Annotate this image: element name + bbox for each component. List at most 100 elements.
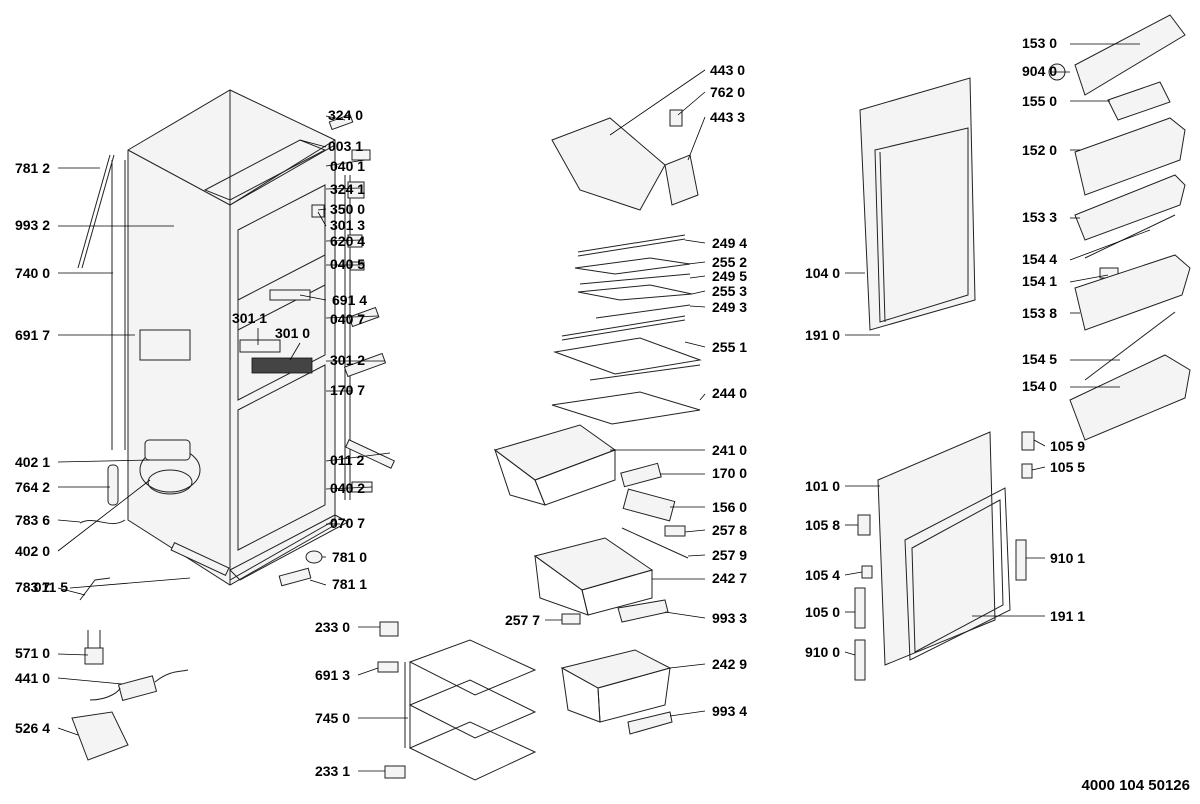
document-number: 4000 104 50126 xyxy=(1082,777,1190,794)
part-label: 301 0 xyxy=(275,325,310,341)
part-label: 402 0 xyxy=(15,543,50,559)
part-label: 233 1 xyxy=(315,763,350,779)
part-label: 301 1 xyxy=(232,310,267,326)
part-label: 571 0 xyxy=(15,645,50,661)
leader-line xyxy=(1069,274,1109,283)
part-label: 104 0 xyxy=(805,265,840,281)
part-label: 242 9 xyxy=(712,656,747,672)
part-label: 040 1 xyxy=(330,158,365,174)
part-label: 152 0 xyxy=(1022,142,1057,158)
leader-line xyxy=(325,486,373,490)
leader-line xyxy=(325,115,346,121)
light-cover xyxy=(239,339,281,353)
condenser-grid xyxy=(111,160,126,450)
part-label: 740 0 xyxy=(15,265,50,281)
part-label: 105 4 xyxy=(805,567,840,583)
leader-line xyxy=(687,554,706,557)
part-label: 105 5 xyxy=(1050,459,1085,475)
leader-line xyxy=(357,667,379,676)
part-label: 154 4 xyxy=(1022,251,1057,267)
leader-line xyxy=(317,211,327,227)
leader-line xyxy=(1031,466,1046,471)
part-label: 783 7 xyxy=(15,579,50,595)
part-label: 762 0 xyxy=(710,84,745,100)
part-label: 154 5 xyxy=(1022,351,1057,367)
part-label: 105 8 xyxy=(805,517,840,533)
compressor xyxy=(139,439,201,495)
thermostat-panel xyxy=(251,357,313,374)
part-label: 993 4 xyxy=(712,703,747,719)
part-label: 040 5 xyxy=(330,256,365,272)
drawer-242-9 xyxy=(560,649,672,723)
leader-line xyxy=(684,341,706,348)
part-label: 324 0 xyxy=(328,107,363,123)
part-label: 241 0 xyxy=(712,442,747,458)
panel-691-4 xyxy=(269,289,311,301)
part-label: 255 2 xyxy=(712,254,747,270)
part-label: 249 4 xyxy=(712,235,747,251)
leader-line xyxy=(317,208,327,211)
part-label: 443 0 xyxy=(710,62,745,78)
leader-line xyxy=(684,529,706,533)
part-label: 003 1 xyxy=(328,138,363,154)
part-label: 620 4 xyxy=(330,233,365,249)
leader-line xyxy=(689,275,706,279)
part-label: 781 1 xyxy=(332,576,367,592)
leader-line xyxy=(687,116,706,161)
leader-line xyxy=(309,579,327,586)
leader-line xyxy=(325,315,379,319)
part-label: 191 0 xyxy=(805,327,840,343)
part-label: 324 1 xyxy=(330,181,365,197)
part-label: 255 3 xyxy=(712,283,747,299)
part-label: 257 8 xyxy=(712,522,747,538)
part-label: 691 4 xyxy=(332,292,367,308)
part-label: 301 2 xyxy=(330,352,365,368)
glass-shelves xyxy=(551,234,702,425)
part-label: 783 6 xyxy=(15,512,50,528)
part-label: 040 7 xyxy=(330,311,365,327)
part-label: 153 3 xyxy=(1022,209,1057,225)
part-label: 526 4 xyxy=(15,720,50,736)
leader-line xyxy=(687,261,706,265)
leader-line xyxy=(57,479,151,552)
part-label: 249 3 xyxy=(712,299,747,315)
part-label: 191 1 xyxy=(1050,608,1085,624)
cabinet-body xyxy=(71,89,396,761)
part-label: 011 2 xyxy=(330,452,364,468)
leader-line xyxy=(664,611,706,619)
shelves-drawers xyxy=(377,109,702,781)
leader-line xyxy=(299,294,327,301)
part-label: 233 0 xyxy=(315,619,350,635)
leader-line xyxy=(325,187,361,190)
leader-line xyxy=(57,587,86,596)
leader-line xyxy=(669,663,706,669)
leader-line xyxy=(69,577,191,589)
leader-line xyxy=(1069,229,1151,261)
doors xyxy=(854,14,1191,681)
part-label: 242 7 xyxy=(712,570,747,586)
part-label: 904 0 xyxy=(1022,63,1057,79)
part-label: 011 5 xyxy=(34,579,68,595)
part-label: 153 0 xyxy=(1022,35,1057,51)
wire-racks xyxy=(404,639,537,781)
part-label: 781 0 xyxy=(332,549,367,565)
leader-line xyxy=(289,342,301,361)
leader-line xyxy=(325,239,363,242)
part-label: 257 9 xyxy=(712,547,747,563)
part-label: 993 3 xyxy=(712,610,747,626)
leader-line xyxy=(1033,439,1046,447)
part-label: 170 7 xyxy=(330,382,365,398)
part-label: 154 0 xyxy=(1022,378,1057,394)
part-label: 249 5 xyxy=(712,268,747,284)
leader-line xyxy=(689,305,706,308)
part-label: 257 7 xyxy=(505,612,540,628)
filter-drier xyxy=(107,464,119,506)
part-label: 910 1 xyxy=(1050,550,1085,566)
part-label: 244 0 xyxy=(712,385,747,401)
leader-line xyxy=(609,69,706,136)
part-label: 105 0 xyxy=(805,604,840,620)
part-label: 691 7 xyxy=(15,327,50,343)
leader-line xyxy=(699,393,706,401)
part-label: 255 1 xyxy=(712,339,747,355)
